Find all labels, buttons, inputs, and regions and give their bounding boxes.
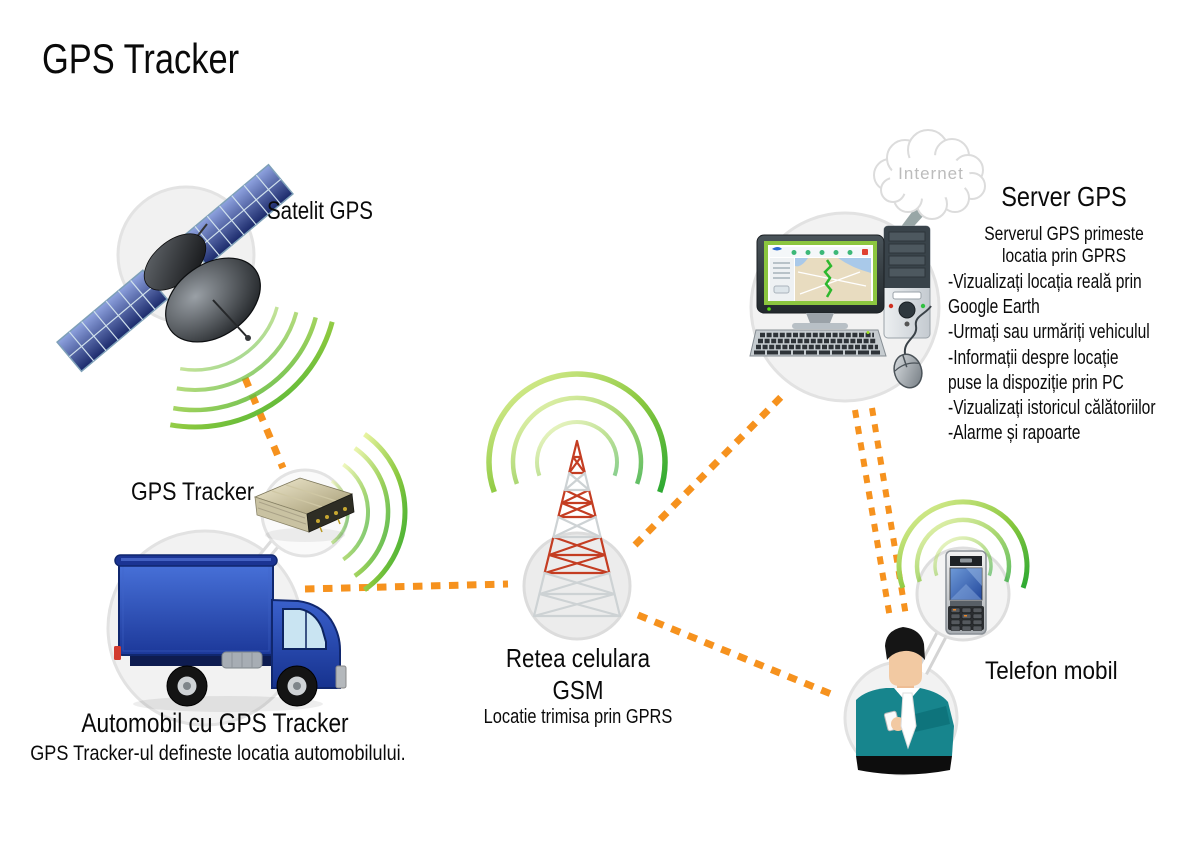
truck-window — [282, 608, 327, 650]
tracker-signal-waves — [330, 432, 408, 592]
map-route — [823, 259, 833, 298]
pc-power-button — [898, 301, 916, 319]
app-close-icon — [862, 249, 868, 255]
cell-tower-illustration — [532, 439, 622, 618]
map-app-frame — [764, 241, 877, 305]
server-title: Server GPS — [1001, 181, 1127, 212]
connector-truck-to-tower — [304, 580, 509, 593]
pc-power-led-red — [888, 303, 894, 309]
satellite-signal-waves — [169, 306, 335, 430]
truck-bumper — [335, 665, 347, 689]
person-hair — [885, 627, 925, 660]
monitor — [756, 234, 885, 329]
cell-tower-label-line2: GSM — [552, 675, 604, 705]
server-detail-line: -Vizualizați locația reală prin — [948, 270, 1142, 293]
tower-pc — [883, 225, 931, 339]
server-details-list: -Vizualizați locația reală prin Google E… — [948, 270, 1191, 446]
monitor-power-led — [767, 307, 771, 311]
truck-caption: GPS Tracker-ul defineste locatia automob… — [30, 742, 406, 765]
tower-gray-struts — [532, 471, 622, 618]
person-illustration — [856, 627, 954, 775]
pc-power-led-green — [920, 303, 926, 309]
phone-stem-core — [918, 628, 948, 674]
server-detail-line: -Vizualizați istoricul călătoriilor — [948, 395, 1156, 419]
connector-server-to-person-a — [852, 409, 893, 619]
person-pants — [856, 756, 952, 775]
phone-speaker — [960, 558, 972, 563]
connector-satellite-to-tracker — [241, 376, 287, 470]
server-subtitle-line2: locatia prin GPRS — [1002, 245, 1126, 267]
truck-rear-wheel — [166, 665, 208, 707]
mouse — [893, 305, 932, 389]
satellite-illustration — [56, 163, 294, 373]
satellite-label: Satelit GPS — [267, 197, 373, 225]
server-detail-line: Google Earth — [948, 295, 1040, 319]
truck-tail-lamp — [114, 646, 121, 660]
tower-circle — [522, 531, 632, 641]
internet-cloud — [873, 129, 986, 236]
server-detail-line: -Informații despre locație — [948, 345, 1119, 369]
truck-label: Automobil cu GPS Tracker — [81, 708, 349, 738]
truck-cargo-box — [118, 558, 274, 656]
server-subtitle-line1: Serverul GPS primeste — [984, 223, 1144, 245]
server-detail-line: puse la dispoziție prin PC — [948, 370, 1124, 394]
cell-tower-label-line1: Retea celulara — [505, 643, 651, 673]
server-detail-line: -Urmați sau urmăriți vehiculul — [948, 320, 1150, 344]
truck-illustration — [114, 554, 347, 712]
person-tie — [900, 692, 917, 750]
keyboard — [749, 329, 887, 357]
computer-illustration — [749, 225, 932, 389]
phone-illustration — [945, 550, 987, 635]
cell-tower-caption: Locatie trimisa prin GPRS — [483, 705, 673, 728]
page-title: GPS Tracker — [42, 35, 240, 82]
truck-front-wheel — [276, 665, 318, 707]
connector-tower-to-server — [632, 392, 786, 548]
mobile-phone-label: Telefon mobil — [985, 657, 1118, 685]
gps-tracker-device — [253, 477, 355, 542]
phone-signal-waves — [896, 499, 1030, 589]
connector-server-to-person-b — [869, 407, 909, 617]
tower-red-struts — [543, 439, 611, 575]
server-detail-line: -Alarme și rapoarte — [948, 421, 1081, 445]
tower-signal-waves — [486, 371, 668, 494]
internet-cloud-label: Internet — [898, 164, 964, 183]
gps-tracker-label: GPS Tracker — [131, 478, 255, 506]
